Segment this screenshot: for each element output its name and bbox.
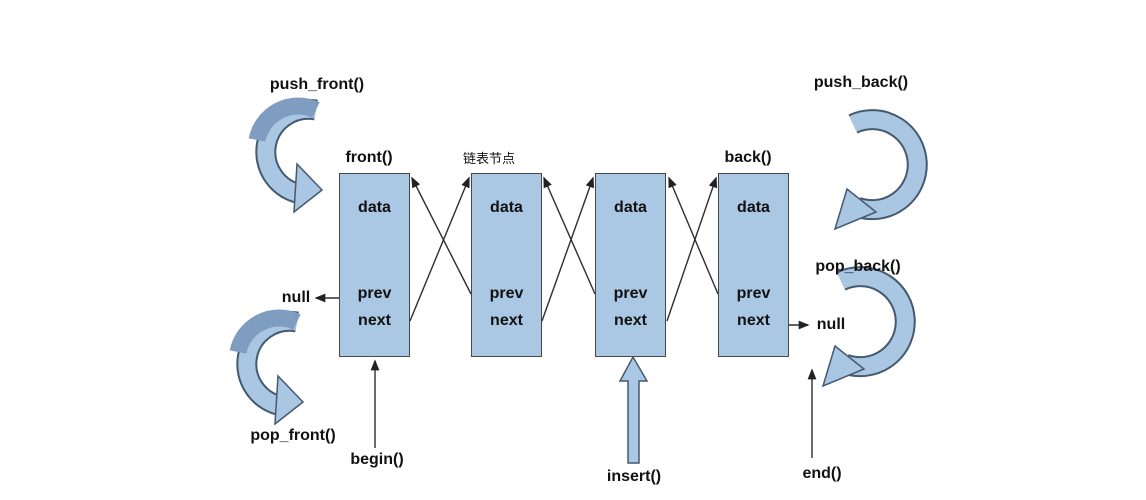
prev-pointer-line-3 <box>668 176 719 295</box>
node3-data-field: data <box>614 199 647 216</box>
node3-next-field: next <box>614 312 647 329</box>
back-label: back() <box>724 149 772 166</box>
list-node-1: data prev next <box>339 173 410 357</box>
node1-data-field: data <box>358 199 391 216</box>
push-front-label: push_front() <box>269 76 365 93</box>
null-right-label: null <box>816 316 846 333</box>
front-label: front() <box>345 149 393 166</box>
pop-front-curved-arrow <box>238 318 303 424</box>
push-back-label: push_back() <box>813 74 909 91</box>
next-pointer-line-1 <box>409 176 470 322</box>
next-pointer-line-2 <box>541 176 595 322</box>
insert-label: insert() <box>606 468 662 485</box>
node4-prev-field: prev <box>736 285 771 302</box>
node4-next-field: next <box>737 312 770 329</box>
prev-pointer-line-2 <box>543 176 596 295</box>
node4-data-field: data <box>737 199 770 216</box>
begin-label: begin() <box>350 451 404 468</box>
end-label: end() <box>802 465 842 482</box>
node2-data-field: data <box>490 199 523 216</box>
node-type-label: 链表节点 <box>462 151 516 166</box>
node2-next-field: next <box>490 312 523 329</box>
node2-prev-field: prev <box>489 285 524 302</box>
node1-prev-field: prev <box>357 285 392 302</box>
push-front-curved-arrow <box>257 106 322 212</box>
list-node-3: data prev next <box>595 173 666 357</box>
null-left-label: null <box>281 289 311 306</box>
list-node-4: data prev next <box>718 173 789 357</box>
insert-block-arrow <box>618 355 649 464</box>
push-back-curved-arrow <box>835 120 917 229</box>
node1-next-field: next <box>358 312 391 329</box>
pop-back-label: pop_back() <box>815 258 901 275</box>
prev-pointer-line-1 <box>411 176 472 295</box>
list-node-2: data prev next <box>471 173 542 357</box>
pointer-lines <box>314 176 817 458</box>
next-pointer-line-3 <box>666 176 718 322</box>
pop-front-label: pop_front() <box>250 427 336 444</box>
node3-prev-field: prev <box>613 285 648 302</box>
